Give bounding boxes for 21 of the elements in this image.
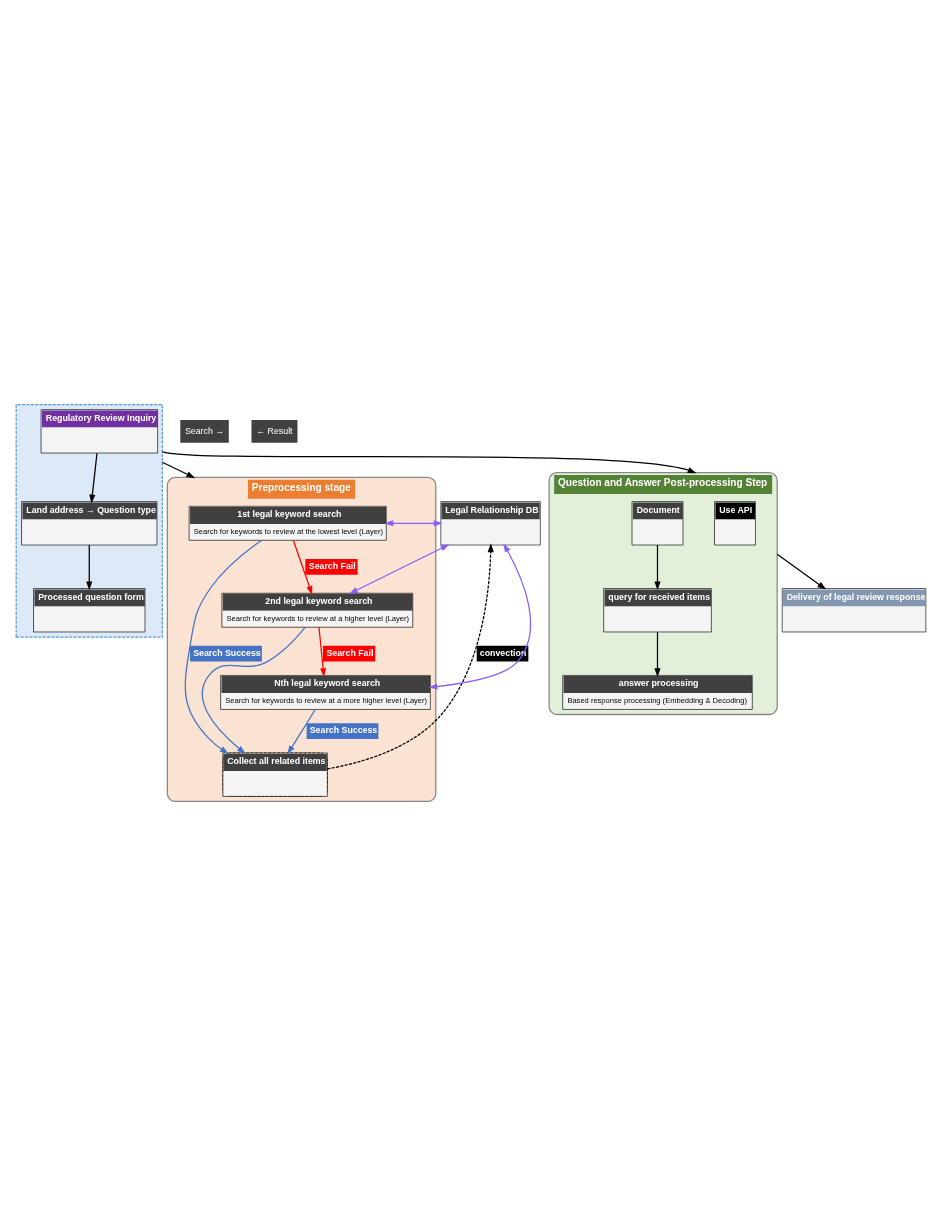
arrow — [384, 519, 443, 526]
arrow — [201, 626, 306, 754]
label: Search → — [184, 425, 225, 436]
arrow — [318, 626, 327, 677]
arrow — [161, 450, 697, 473]
arrow — [287, 708, 316, 754]
edge-label: Search Fail — [326, 647, 374, 658]
label: ← Result — [256, 425, 293, 436]
arrow — [86, 544, 93, 590]
arrow — [776, 553, 827, 590]
arrow — [292, 539, 313, 595]
edge-label: Search Fail — [308, 560, 356, 571]
arrow — [654, 631, 661, 677]
cluster — [15, 403, 163, 638]
arrow — [161, 461, 196, 478]
arrow — [89, 452, 98, 503]
arrow — [654, 544, 661, 590]
edge-label: Search Success — [309, 724, 378, 735]
edge-label: Search Success — [193, 647, 261, 658]
arrow — [326, 542, 494, 769]
arrow — [348, 543, 450, 594]
